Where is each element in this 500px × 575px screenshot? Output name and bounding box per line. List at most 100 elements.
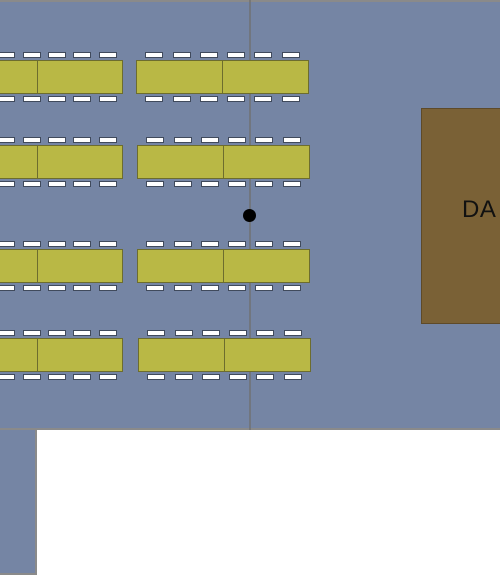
table[interactable] xyxy=(223,145,310,179)
seat-block-row3-right[interactable] xyxy=(137,241,310,291)
chair[interactable] xyxy=(73,52,92,58)
chair[interactable] xyxy=(98,374,117,380)
chair[interactable] xyxy=(282,137,301,143)
chair[interactable] xyxy=(256,374,275,380)
chair[interactable] xyxy=(256,330,275,336)
chair[interactable] xyxy=(146,137,165,143)
chair[interactable] xyxy=(47,137,66,143)
chair[interactable] xyxy=(228,181,247,187)
chair[interactable] xyxy=(146,181,165,187)
table[interactable] xyxy=(0,145,38,179)
chair[interactable] xyxy=(201,330,220,336)
chair[interactable] xyxy=(201,374,220,380)
chair[interactable] xyxy=(22,137,41,143)
chair[interactable] xyxy=(173,137,192,143)
chair[interactable] xyxy=(173,285,192,291)
chair[interactable] xyxy=(200,241,219,247)
chair[interactable] xyxy=(0,137,16,143)
chair[interactable] xyxy=(146,241,165,247)
chair[interactable] xyxy=(255,241,274,247)
chair[interactable] xyxy=(145,96,164,102)
chair[interactable] xyxy=(47,181,66,187)
chair[interactable] xyxy=(228,285,247,291)
chair[interactable] xyxy=(0,96,16,102)
seat-block-row2-right[interactable] xyxy=(137,137,310,187)
chair[interactable] xyxy=(227,52,246,58)
chair[interactable] xyxy=(47,96,66,102)
chair[interactable] xyxy=(98,96,117,102)
chair[interactable] xyxy=(283,330,302,336)
table[interactable] xyxy=(0,338,38,372)
seat-block-row1-right[interactable] xyxy=(136,52,309,102)
chair[interactable] xyxy=(73,181,92,187)
stage-area[interactable] xyxy=(421,108,500,324)
chair[interactable] xyxy=(73,374,92,380)
chair[interactable] xyxy=(282,181,301,187)
chair[interactable] xyxy=(255,285,274,291)
chair[interactable] xyxy=(22,374,41,380)
chair[interactable] xyxy=(98,181,117,187)
chair[interactable] xyxy=(173,241,192,247)
chair[interactable] xyxy=(22,285,41,291)
chair[interactable] xyxy=(73,96,92,102)
chair[interactable] xyxy=(0,52,16,58)
chair[interactable] xyxy=(229,374,248,380)
table[interactable] xyxy=(138,338,225,372)
chair[interactable] xyxy=(98,241,117,247)
chair[interactable] xyxy=(255,181,274,187)
table[interactable] xyxy=(137,249,224,283)
table[interactable] xyxy=(37,249,123,283)
chair[interactable] xyxy=(73,241,92,247)
table[interactable] xyxy=(37,145,123,179)
chair[interactable] xyxy=(199,96,218,102)
chair[interactable] xyxy=(145,52,164,58)
chair[interactable] xyxy=(172,96,191,102)
table[interactable] xyxy=(0,249,38,283)
table[interactable] xyxy=(224,338,311,372)
position-marker[interactable] xyxy=(243,209,256,222)
chair[interactable] xyxy=(228,241,247,247)
table[interactable] xyxy=(223,249,310,283)
chair[interactable] xyxy=(47,52,66,58)
chair[interactable] xyxy=(174,330,193,336)
chair[interactable] xyxy=(174,374,193,380)
table[interactable] xyxy=(0,60,38,94)
chair[interactable] xyxy=(47,241,66,247)
chair[interactable] xyxy=(98,330,117,336)
chair[interactable] xyxy=(172,52,191,58)
table[interactable] xyxy=(37,338,123,372)
chair[interactable] xyxy=(0,285,16,291)
chair[interactable] xyxy=(281,96,300,102)
chair[interactable] xyxy=(283,374,302,380)
chair[interactable] xyxy=(22,181,41,187)
chair[interactable] xyxy=(73,330,92,336)
chair[interactable] xyxy=(147,330,166,336)
chair[interactable] xyxy=(0,241,16,247)
seat-block-row4-left[interactable] xyxy=(0,330,124,380)
chair[interactable] xyxy=(73,285,92,291)
chair[interactable] xyxy=(98,52,117,58)
chair[interactable] xyxy=(98,285,117,291)
chair[interactable] xyxy=(47,285,66,291)
chair[interactable] xyxy=(254,96,273,102)
chair[interactable] xyxy=(0,330,16,336)
table[interactable] xyxy=(37,60,123,94)
chair[interactable] xyxy=(22,52,41,58)
table[interactable] xyxy=(222,60,309,94)
chair[interactable] xyxy=(255,137,274,143)
chair[interactable] xyxy=(281,52,300,58)
chair[interactable] xyxy=(73,137,92,143)
chair[interactable] xyxy=(282,285,301,291)
chair[interactable] xyxy=(22,330,41,336)
chair[interactable] xyxy=(199,52,218,58)
seat-block-row2-left[interactable] xyxy=(0,137,124,187)
chair[interactable] xyxy=(200,285,219,291)
chair[interactable] xyxy=(147,374,166,380)
chair[interactable] xyxy=(227,96,246,102)
seat-block-row4-right[interactable] xyxy=(138,330,311,380)
chair[interactable] xyxy=(22,241,41,247)
chair[interactable] xyxy=(228,137,247,143)
seat-block-row1-left[interactable] xyxy=(0,52,124,102)
chair[interactable] xyxy=(146,285,165,291)
chair[interactable] xyxy=(98,137,117,143)
